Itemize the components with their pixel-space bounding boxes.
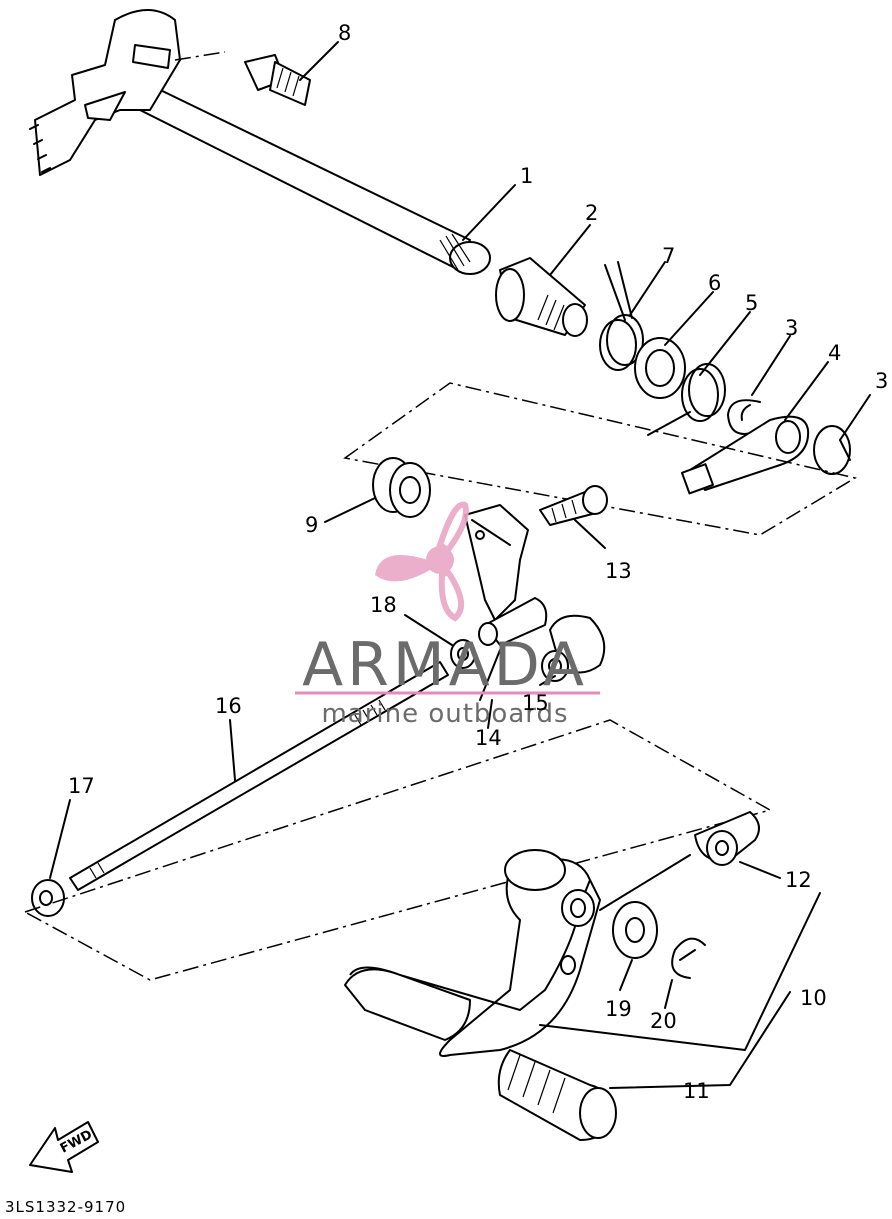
arm-part-4 bbox=[680, 415, 810, 495]
part-label-19: 19 bbox=[605, 997, 632, 1021]
watermark-logo bbox=[375, 501, 469, 622]
bolt-part-13 bbox=[539, 485, 608, 526]
part-label-15: 15 bbox=[522, 691, 549, 715]
leader-lines bbox=[49, 41, 871, 1089]
fwd-arrow: FWD bbox=[29, 1121, 99, 1173]
part-label-20: 20 bbox=[650, 1009, 677, 1033]
clip-part-20 bbox=[671, 937, 706, 979]
watermark-subtitle: marine outboards bbox=[321, 699, 568, 729]
tie-rod-part-16 bbox=[69, 661, 449, 891]
bolt-part-8 bbox=[244, 54, 311, 106]
shift-shaft bbox=[29, 9, 491, 275]
rubber-part-11 bbox=[497, 1049, 617, 1141]
part-label-8: 8 bbox=[338, 21, 351, 45]
part-label-10: 10 bbox=[800, 986, 827, 1010]
spring-part-5 bbox=[647, 363, 726, 436]
clip-part-3-right bbox=[813, 425, 851, 475]
nut-part-18 bbox=[450, 639, 476, 669]
part-label-3: 3 bbox=[785, 316, 798, 340]
part-label-9: 9 bbox=[305, 513, 318, 537]
washer-part-6 bbox=[634, 337, 686, 399]
part-label-14: 14 bbox=[475, 726, 502, 750]
spring-part-7 bbox=[599, 261, 644, 371]
part-label-3-right: 3 bbox=[875, 369, 888, 393]
clip-part-3-left bbox=[727, 399, 761, 435]
nut-part-17 bbox=[31, 879, 65, 917]
collar-part-2 bbox=[495, 257, 588, 337]
shift-pedal-part-10 bbox=[344, 849, 601, 1057]
rod-end-part-12 bbox=[694, 811, 760, 866]
drawing-code: 3LS1332-9170 bbox=[5, 1198, 126, 1215]
part-label-18: 18 bbox=[370, 593, 397, 617]
watermark-title: ARMADA bbox=[302, 630, 588, 700]
part-label-13: 13 bbox=[605, 559, 632, 583]
part-label-16: 16 bbox=[215, 694, 242, 718]
bearing-part-9 bbox=[372, 457, 431, 518]
part-label-12: 12 bbox=[785, 868, 812, 892]
part-label-11: 11 bbox=[683, 1079, 710, 1103]
part-label-1: 1 bbox=[520, 164, 533, 188]
part-label-2: 2 bbox=[585, 201, 598, 225]
part-label-7: 7 bbox=[662, 244, 675, 268]
part-label-6: 6 bbox=[708, 271, 721, 295]
washer-part-19 bbox=[612, 901, 658, 959]
part-label-17: 17 bbox=[68, 774, 95, 798]
part-label-4: 4 bbox=[828, 341, 841, 365]
part-label-5: 5 bbox=[745, 291, 758, 315]
lever-part-14 bbox=[464, 504, 548, 701]
part-labels: 1 2 3 4 5 6 7 8 9 10 11 12 13 14 15 16 1… bbox=[68, 21, 888, 1103]
boot-part-15 bbox=[541, 614, 606, 682]
